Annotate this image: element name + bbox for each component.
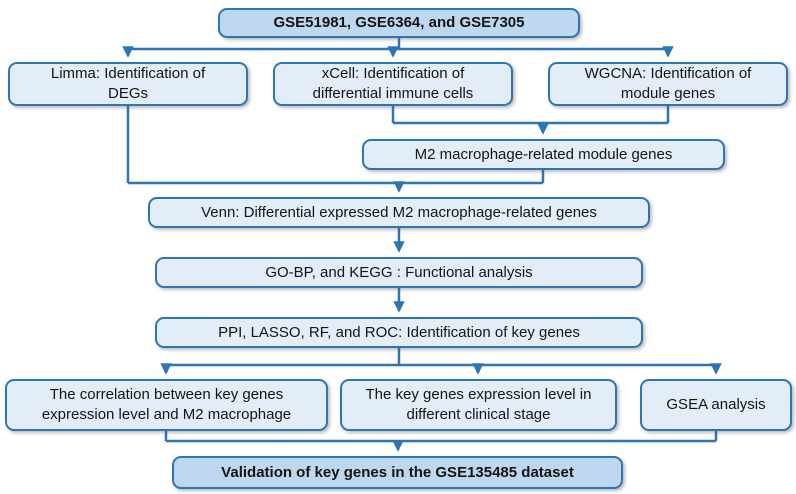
node-xcell: xCell: Identification of differential im… <box>273 62 513 106</box>
node-clinical-stage: The key genes expression level in differ… <box>340 379 617 431</box>
node-venn-label: Venn: Differential expressed M2 macropha… <box>201 203 597 221</box>
node-datasets: GSE51981, GSE6364, and GSE7305 <box>218 8 580 38</box>
node-validation-label: Validation of key genes in the GSE135485… <box>221 463 574 481</box>
node-functional-analysis-label: GO-BP, and KEGG : Functional analysis <box>265 263 533 281</box>
node-correlation: The correlation between key genes expres… <box>5 379 328 431</box>
node-wgcna: WGCNA: Identification of module genes <box>548 62 788 106</box>
node-gsea-label: GSEA analysis <box>666 396 766 414</box>
node-m2-module-genes-label: M2 macrophage-related module genes <box>414 145 673 163</box>
node-m2-module-genes: M2 macrophage-related module genes <box>362 139 725 170</box>
node-key-genes-identification: PPI, LASSO, RF, and ROC: Identification … <box>155 317 643 348</box>
node-clinical-stage-label: The key genes expression level in differ… <box>365 386 592 423</box>
node-venn: Venn: Differential expressed M2 macropha… <box>148 197 650 228</box>
node-xcell-label: xCell: Identification of differential im… <box>312 65 474 102</box>
node-limma: Limma: Identification of DEGs <box>8 62 248 106</box>
node-correlation-label: The correlation between key genes expres… <box>41 386 292 423</box>
node-validation: Validation of key genes in the GSE135485… <box>172 456 623 489</box>
node-key-genes-identification-label: PPI, LASSO, RF, and ROC: Identification … <box>218 323 580 341</box>
node-datasets-label: GSE51981, GSE6364, and GSE7305 <box>273 14 525 32</box>
node-wgcna-label: WGCNA: Identification of module genes <box>584 65 752 102</box>
node-limma-label: Limma: Identification of DEGs <box>50 65 206 102</box>
node-functional-analysis: GO-BP, and KEGG : Functional analysis <box>155 257 643 288</box>
node-gsea: GSEA analysis <box>640 379 792 431</box>
